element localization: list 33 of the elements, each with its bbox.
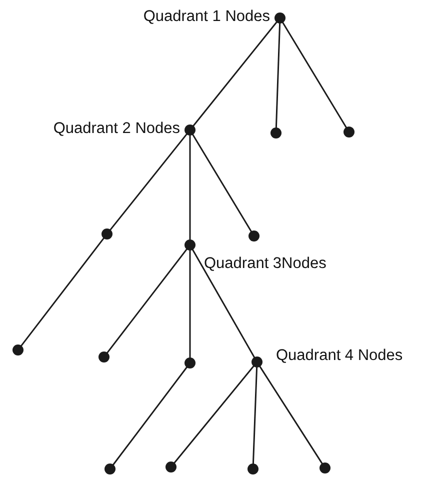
connector-line [259,366,323,464]
connector-line [192,21,278,127]
tree-node-dot [12,344,24,356]
connector-line [112,366,188,466]
connector-line [189,250,191,358]
tree-node-dot [184,124,196,136]
connector-line [174,365,254,464]
connector-line [110,133,188,231]
tree-node-dot [104,464,116,474]
node-label: Quadrant 4 Nodes [276,347,403,365]
tree-node-dot [344,126,354,138]
tree-node-dot [184,240,196,250]
connector-line [192,248,256,358]
tree-node-dot [98,352,110,362]
connector-line [189,135,191,240]
tree-node-dot [166,462,176,472]
tree-node-dot [248,464,258,474]
tree-node-dot [184,358,196,368]
connector-line [282,22,348,128]
tree-node-dot [102,228,112,240]
tree-node-dot [248,230,260,242]
connector-line [252,366,258,464]
connector-line [192,134,252,232]
node-label: Quadrant 1 Nodes [143,8,270,26]
node-label: Quadrant 3Nodes [204,255,326,273]
connector-line [20,238,105,346]
node-label: Quadrant 2 Nodes [53,120,180,138]
connector-line [275,22,281,128]
connector-line [106,248,188,354]
tree-node-dot [252,356,262,368]
tree-node-dot [274,12,286,24]
tree-node-dot [320,462,330,474]
tree-node-dot [270,128,282,138]
